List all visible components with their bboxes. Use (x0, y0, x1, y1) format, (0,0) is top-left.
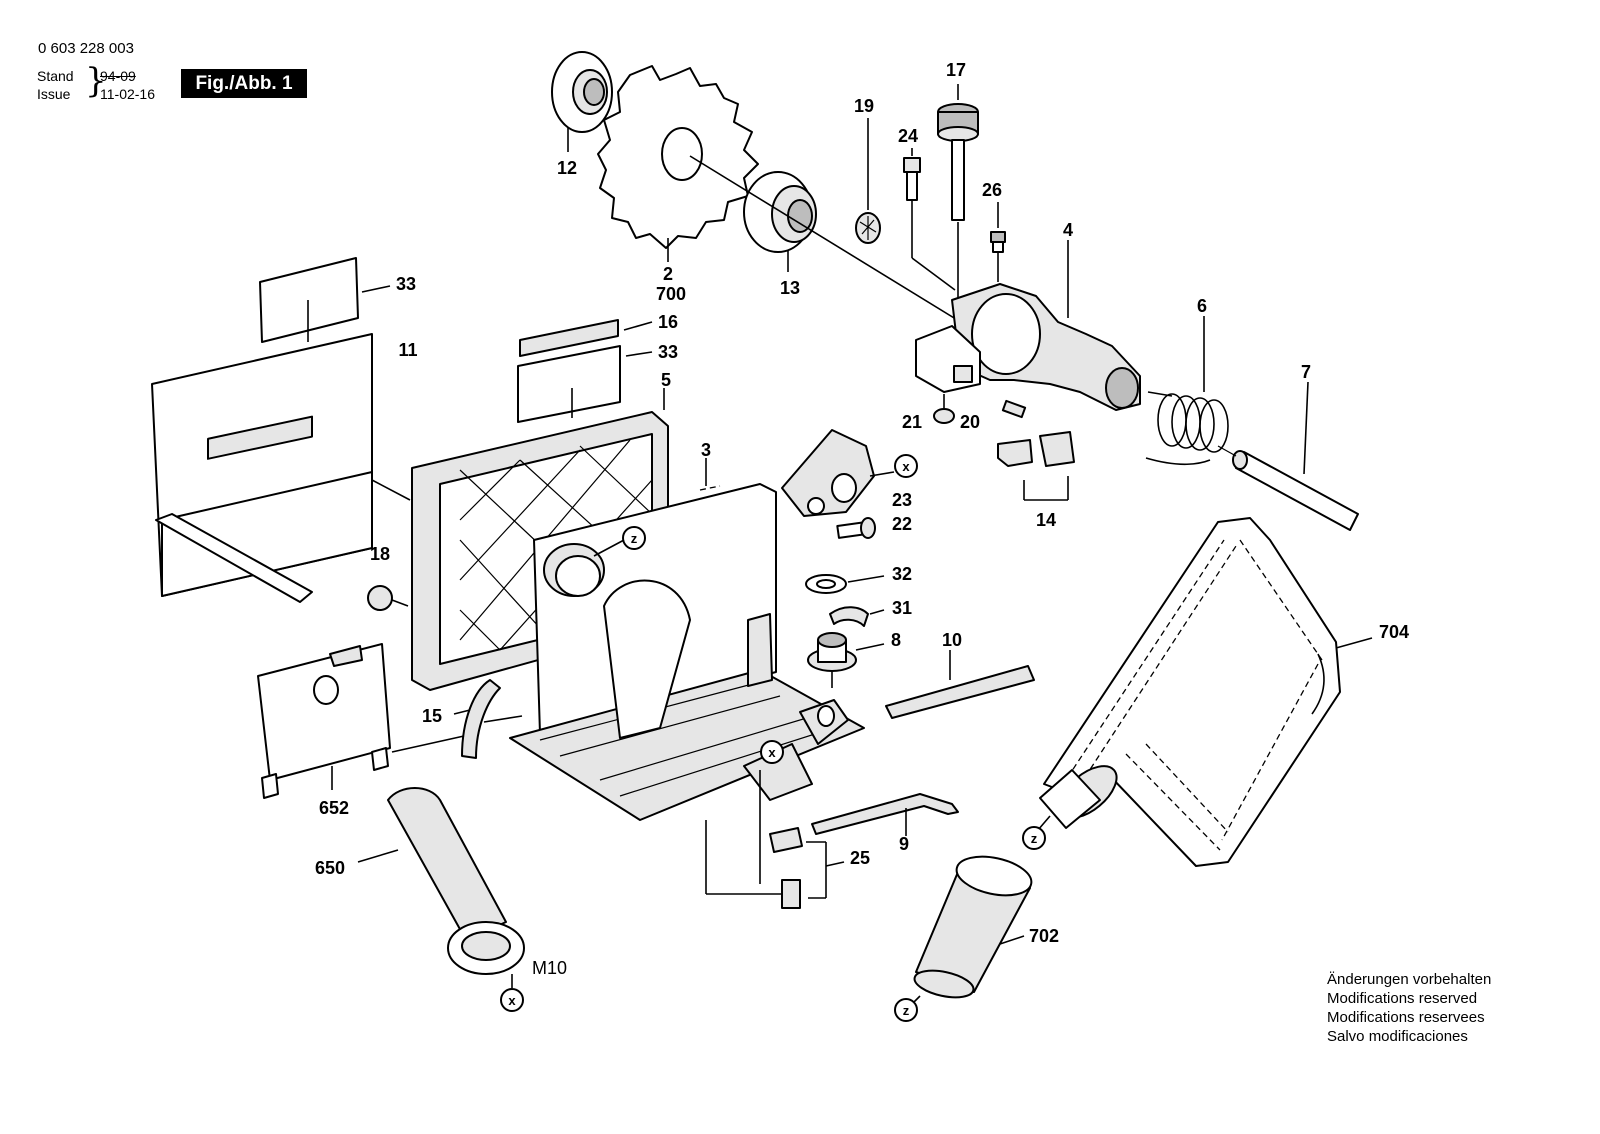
part-20-set-screw (1001, 399, 1027, 419)
part-number-13: 13 (780, 278, 800, 298)
part-number-702: 702 (1029, 926, 1059, 946)
connection-marker-x-23: x (894, 454, 918, 478)
part-17-thumb-screw (937, 84, 979, 320)
part-number-18: 18 (370, 544, 390, 564)
part-number-33-b: 33 (658, 342, 678, 362)
part-11-fence-bracket (151, 333, 411, 603)
issue-label: Issue (37, 86, 71, 102)
brace-icon: } (85, 61, 107, 101)
note-en: Modifications reserved (1327, 990, 1478, 1007)
part-24-screw (903, 148, 956, 291)
stand-label: Stand (37, 68, 74, 84)
part-number-24: 24 (898, 126, 918, 146)
shaft-axis-line (689, 155, 991, 341)
part-number-6: 6 (1197, 296, 1207, 316)
connection-marker-z-3: z (593, 526, 646, 557)
part-33-label-a (259, 257, 391, 343)
part-number-19: 19 (854, 96, 874, 116)
svg-text:z: z (903, 1003, 910, 1018)
part-6-spring (1145, 316, 1229, 466)
part-22-screw (836, 517, 876, 539)
part-652-cover-plate (257, 643, 465, 799)
svg-text:x: x (768, 745, 776, 760)
svg-text:z: z (1031, 831, 1038, 846)
issue-value: 11-02-16 (100, 86, 156, 102)
document-number: 0 603 228 003 (38, 40, 134, 57)
part-number-22: 22 (892, 514, 912, 534)
part-2-cutter-disc (597, 65, 759, 262)
part-number-17: 17 (946, 60, 966, 80)
part-8-knob (807, 632, 885, 688)
part-number-31: 31 (892, 598, 912, 618)
connection-marker-x-handle: x (500, 988, 524, 1012)
part-number-12: 12 (557, 158, 577, 178)
part-3-housing-base (509, 458, 865, 821)
part-21-nut (933, 394, 955, 424)
connection-marker-z-bag: z (1022, 826, 1046, 850)
part-number-652: 652 (319, 798, 349, 818)
part-number-21: 21 (902, 412, 922, 432)
part-number-20: 20 (960, 412, 980, 432)
note-de: Änderungen vorbehalten (1327, 971, 1492, 988)
note-es: Salvo modificaciones (1327, 1028, 1468, 1045)
part-number-15: 15 (422, 706, 442, 726)
note-fr: Modifications reservees (1327, 1009, 1485, 1026)
part-number-32: 32 (892, 564, 912, 584)
part-9-hex-key (811, 793, 959, 836)
part-25-slide-blocks (705, 770, 845, 909)
part-number-10: 10 (942, 630, 962, 650)
part-number-3: 3 (701, 440, 711, 460)
part-32-washer (805, 574, 885, 594)
connection-marker-z-tube: z (894, 998, 918, 1022)
part-18-knob (367, 585, 409, 611)
part-23-cam (781, 429, 895, 517)
footer-notes: Änderungen vorbehalten Modifications res… (1327, 970, 1491, 1046)
part-26-screw (990, 202, 1006, 282)
figure-label: Fig./Abb. 1 (181, 69, 307, 98)
part-704-dust-bag-neck (1037, 765, 1118, 831)
part-number-650: 650 (315, 858, 345, 878)
part-number-4: 4 (1063, 220, 1073, 240)
part-14-clips (997, 431, 1075, 501)
part-number-704: 704 (1379, 622, 1409, 642)
part-number-9: 9 (899, 834, 909, 854)
part-number-26: 26 (982, 180, 1002, 200)
svg-text:z: z (631, 531, 638, 546)
part-650-handle (357, 787, 525, 988)
part-4-bracket (915, 240, 1141, 411)
part-number-33-a: 33 (396, 274, 416, 294)
part-number-700: 700 (656, 284, 686, 304)
part-number-2: 2 (663, 264, 673, 284)
stand-value: 94-09 (100, 68, 136, 84)
part-704-dust-bag (1043, 517, 1373, 867)
svg-text:x: x (902, 459, 910, 474)
part-19-lock-washer (855, 118, 881, 244)
part-number-11: 11 (398, 340, 417, 360)
part-7-pin (1217, 381, 1359, 531)
part-16-strip (519, 319, 653, 357)
part-31-clip (829, 606, 885, 627)
part-33-label-b (517, 345, 653, 423)
part-15-tube (453, 679, 523, 759)
part-702-adapter-tube (911, 855, 1033, 1005)
part-number-8: 8 (891, 630, 901, 650)
part-13-inner-flange (743, 171, 817, 272)
part-number-5: 5 (661, 370, 671, 390)
part-12-flange-nut (551, 51, 613, 152)
part-number-16: 16 (658, 312, 678, 332)
part-10-slat (885, 650, 1035, 719)
thread-label-m10: M10 (532, 958, 567, 978)
part-number-25: 25 (850, 848, 870, 868)
connection-marker-x-base: x (743, 740, 813, 801)
svg-text:x: x (508, 993, 516, 1008)
part-number-23: 23 (892, 490, 912, 510)
part-number-14: 14 (1036, 510, 1056, 530)
part-number-7: 7 (1301, 362, 1311, 382)
